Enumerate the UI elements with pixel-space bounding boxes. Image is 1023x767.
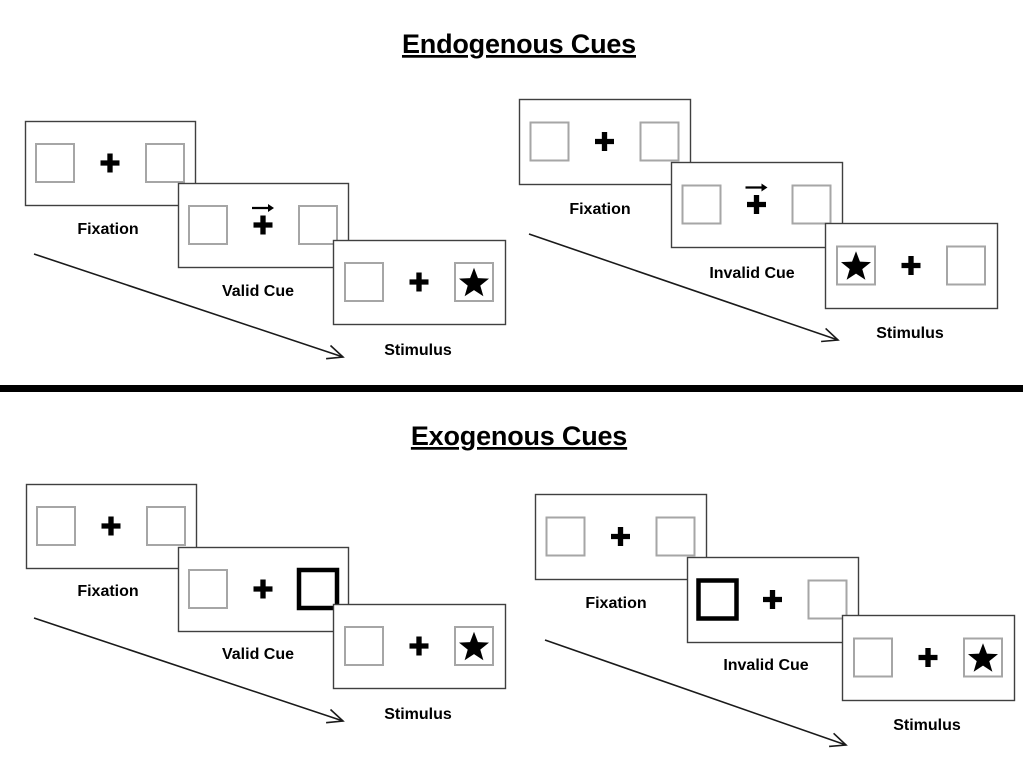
panel-exo-valid-cue: Valid Cue: [177, 546, 350, 663]
panel-endo-invalid-stimulus: Stimulus: [824, 222, 999, 342]
right-cue-box-empty: [655, 516, 696, 557]
left-cue-box-empty: [529, 121, 570, 162]
stage-label-exo-valid-fixation: Fixation: [77, 583, 138, 600]
right-cue-box-empty: [298, 205, 338, 245]
left-cue-box-highlighted: [696, 578, 739, 621]
panel-endo-invalid-fixation: Fixation: [518, 98, 692, 218]
cue-arrow-head-right: [761, 183, 768, 192]
right-cue-box-empty: [146, 506, 186, 546]
left-cue-box-empty: [188, 569, 228, 609]
section-divider-rule: [0, 385, 1023, 392]
time-flow-arrow-line: [544, 639, 847, 746]
time-flow-arrow-head: [326, 708, 345, 724]
stage-label-endo-invalid-fixation: Fixation: [569, 201, 630, 218]
stage-label-exo-invalid-stimulus: Stimulus: [893, 717, 961, 734]
stage-label-endo-invalid-stimulus: Stimulus: [876, 325, 944, 342]
right-cue-box-empty: [946, 245, 986, 286]
time-flow-arrow-line: [528, 233, 839, 341]
left-cue-box-empty: [681, 184, 722, 225]
stage-label-exo-invalid-cue: Invalid Cue: [723, 657, 808, 674]
panel-endo-invalid-cue: Invalid Cue: [670, 161, 844, 282]
left-cue-box-empty: [344, 626, 384, 666]
right-cue-box-empty: [639, 121, 680, 162]
section-title-exogenous: Exogenous Cues: [411, 421, 627, 451]
left-cue-box-empty: [853, 637, 893, 678]
panel-exo-invalid-stimulus: Stimulus: [841, 614, 1016, 734]
stage-label-endo-valid-cue: Valid Cue: [222, 283, 294, 300]
stage-label-exo-valid-stimulus: Stimulus: [384, 706, 452, 723]
time-flow-arrow-line: [33, 617, 344, 722]
right-cue-box-empty: [807, 579, 848, 620]
right-cue-box-empty: [791, 184, 832, 225]
stage-label-exo-valid-cue: Valid Cue: [222, 646, 294, 663]
stage-label-endo-valid-stimulus: Stimulus: [384, 342, 452, 359]
stage-label-endo-valid-fixation: Fixation: [77, 221, 138, 238]
left-cue-box-empty: [545, 516, 586, 557]
right-cue-box-highlighted: [296, 567, 340, 611]
time-flow-arrow-head: [821, 327, 840, 343]
time-flow-arrow-line: [33, 253, 344, 358]
left-cue-box-empty: [35, 143, 75, 183]
left-cue-box-empty: [188, 205, 228, 245]
section-title-endogenous: Endogenous Cues: [402, 29, 636, 59]
panel-exo-valid-fixation: Fixation: [25, 483, 198, 600]
right-cue-box-empty: [145, 143, 185, 183]
stage-label-exo-invalid-fixation: Fixation: [585, 595, 646, 612]
time-flow-arrow-head: [829, 732, 848, 748]
panel-endo-valid-fixation: Fixation: [24, 120, 197, 238]
stage-label-endo-invalid-cue: Invalid Cue: [709, 265, 794, 282]
time-flow-arrow-head: [326, 344, 345, 360]
cue-arrow-head-right: [268, 204, 274, 212]
left-cue-box-empty: [36, 506, 76, 546]
panel-endo-valid-cue: Valid Cue: [177, 182, 350, 300]
panel-exo-invalid-cue: Invalid Cue: [686, 556, 860, 674]
panel-endo-valid-stimulus: Stimulus: [332, 239, 507, 359]
left-cue-box-empty: [344, 262, 384, 302]
panel-exo-invalid-fixation: Fixation: [534, 493, 708, 612]
panel-exo-valid-stimulus: Stimulus: [332, 603, 507, 723]
